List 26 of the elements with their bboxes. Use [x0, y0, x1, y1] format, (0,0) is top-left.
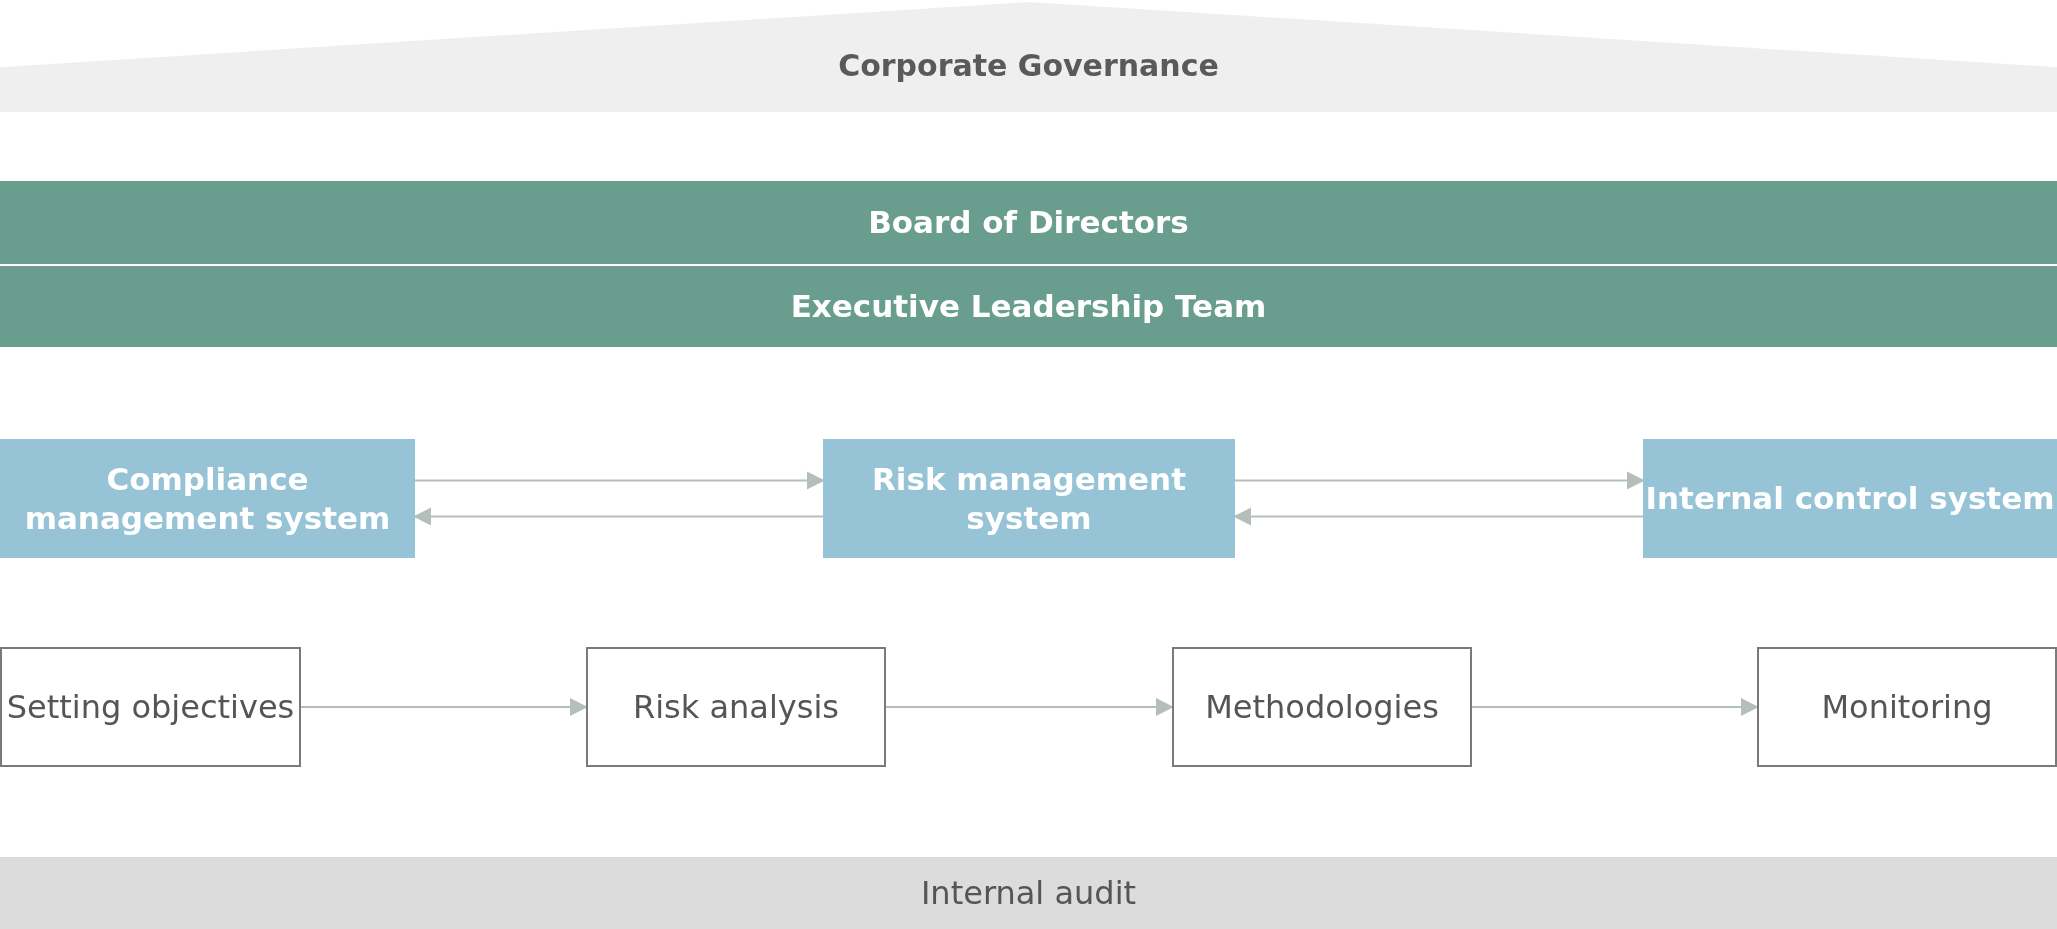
system-box: [1643, 439, 2057, 558]
node-label: Methodologies: [1205, 687, 1439, 727]
arrow: [1471, 698, 1759, 716]
node-label: Board of Directors: [868, 203, 1189, 242]
node-label: Setting objectives: [6, 687, 295, 727]
arrow: [300, 698, 588, 716]
process-box: [586, 647, 886, 767]
node-label: Internal control system: [1645, 479, 2055, 518]
node-label: Corporate Governance: [838, 47, 1219, 85]
node-label: Compliance management system: [23, 459, 392, 538]
arrow: [1234, 471, 1645, 490]
arrow: [885, 698, 1174, 716]
node-label: Internal audit: [920, 873, 1137, 913]
node-label: Risk analysis: [632, 687, 840, 727]
system-box: [823, 439, 1235, 558]
arrow: [414, 471, 825, 490]
audit-bar: [0, 857, 2057, 929]
leadership-bar: [0, 266, 2057, 347]
node-label: Risk management system: [871, 459, 1187, 538]
board-bar: [0, 181, 2057, 264]
system-box: [0, 439, 415, 558]
node-label: Executive Leadership Team: [790, 287, 1267, 326]
node-label: Monitoring: [1821, 687, 1993, 727]
process-box: [1172, 647, 1472, 767]
process-box: [0, 647, 301, 767]
process-box: [1757, 647, 2057, 767]
